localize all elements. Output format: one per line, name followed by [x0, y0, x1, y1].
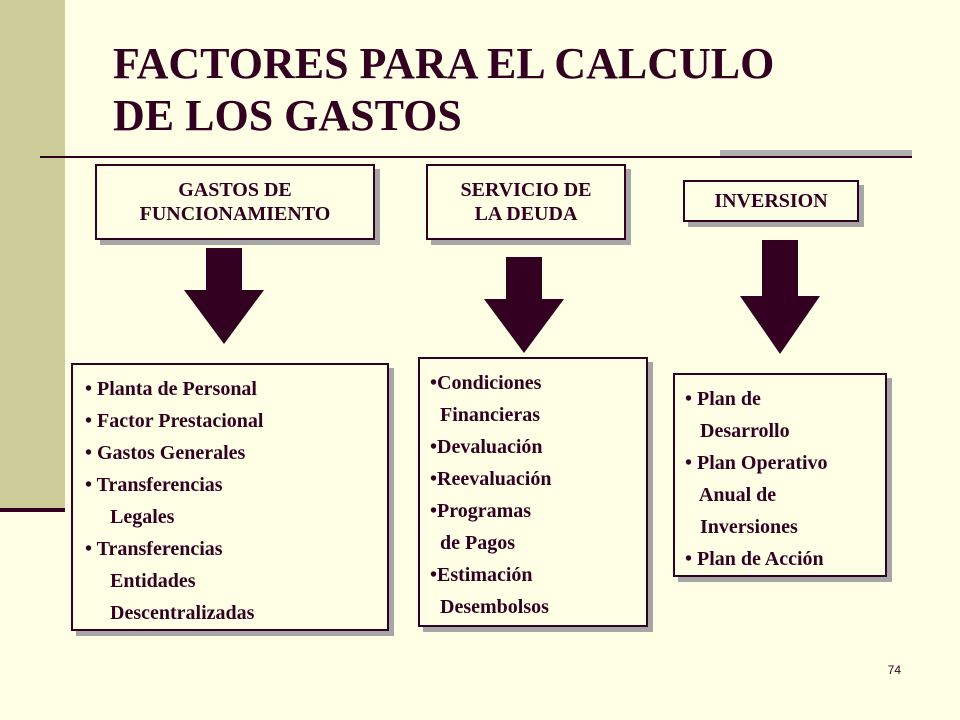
title-divider-shadow	[720, 150, 912, 156]
list-item: Anual de	[685, 484, 777, 506]
arrow-down-icon	[740, 240, 820, 354]
list-item: •Estimación	[430, 564, 533, 586]
list-item: Desarrollo	[685, 420, 790, 442]
slide-title: FACTORES PARA EL CALCULO DE LOS GASTOS	[113, 38, 774, 142]
header-inversion: INVERSION	[683, 180, 859, 222]
list-item: •Programas	[430, 500, 532, 522]
arrow-down-icon	[184, 248, 264, 344]
header-gastos-funcionamiento: GASTOS DE FUNCIONAMIENTO	[95, 164, 375, 240]
arrow-down-icon	[484, 257, 564, 353]
list-item: • Transferencias	[85, 474, 223, 496]
title-divider	[40, 156, 912, 158]
list-item: de Pagos	[430, 532, 515, 554]
items-servicio-deuda: •Condiciones Financieras •Devaluación •R…	[430, 367, 636, 623]
items-inversion: • Plan de Desarrollo • Plan Operativo An…	[685, 383, 875, 575]
list-item: Entidades	[85, 570, 196, 592]
sidebar-underline	[0, 508, 65, 512]
list-item: Desembolsos	[430, 596, 549, 618]
page-number: 74	[887, 663, 901, 677]
list-item: • Factor Prestacional	[85, 410, 264, 432]
list-item: • Plan de Acción	[685, 548, 824, 570]
list-item: • Gastos Generales	[85, 442, 246, 464]
list-item: • Plan Operativo	[685, 452, 828, 474]
list-item: • Plan de	[685, 388, 761, 410]
items-gastos-funcionamiento: • Planta de Personal • Factor Prestacion…	[85, 373, 375, 629]
list-item: •Devaluación	[430, 436, 543, 458]
list-item: Financieras	[430, 404, 540, 426]
list-item: • Transferencias	[85, 538, 223, 560]
sidebar-decoration	[0, 0, 65, 510]
list-item: •Reevaluación	[430, 468, 552, 490]
list-inversion: • Plan de Desarrollo • Plan Operativo An…	[673, 373, 887, 577]
list-gastos-funcionamiento: • Planta de Personal • Factor Prestacion…	[71, 363, 389, 631]
header-gastos-funcionamiento-label: GASTOS DE FUNCIONAMIENTO	[139, 179, 331, 225]
slide-title-text: FACTORES PARA EL CALCULO DE LOS GASTOS	[113, 39, 775, 140]
header-inversion-label: INVERSION	[714, 190, 828, 212]
list-item: Descentralizadas	[85, 602, 255, 624]
list-servicio-deuda: •Condiciones Financieras •Devaluación •R…	[418, 357, 648, 627]
list-item: •Condiciones	[430, 372, 542, 394]
header-servicio-deuda: SERVICIO DE LA DEUDA	[426, 164, 626, 240]
list-item: Inversiones	[685, 516, 798, 538]
list-item: Legales	[85, 506, 175, 528]
list-item: • Planta de Personal	[85, 378, 257, 400]
header-servicio-deuda-label: SERVICIO DE LA DEUDA	[460, 179, 592, 225]
